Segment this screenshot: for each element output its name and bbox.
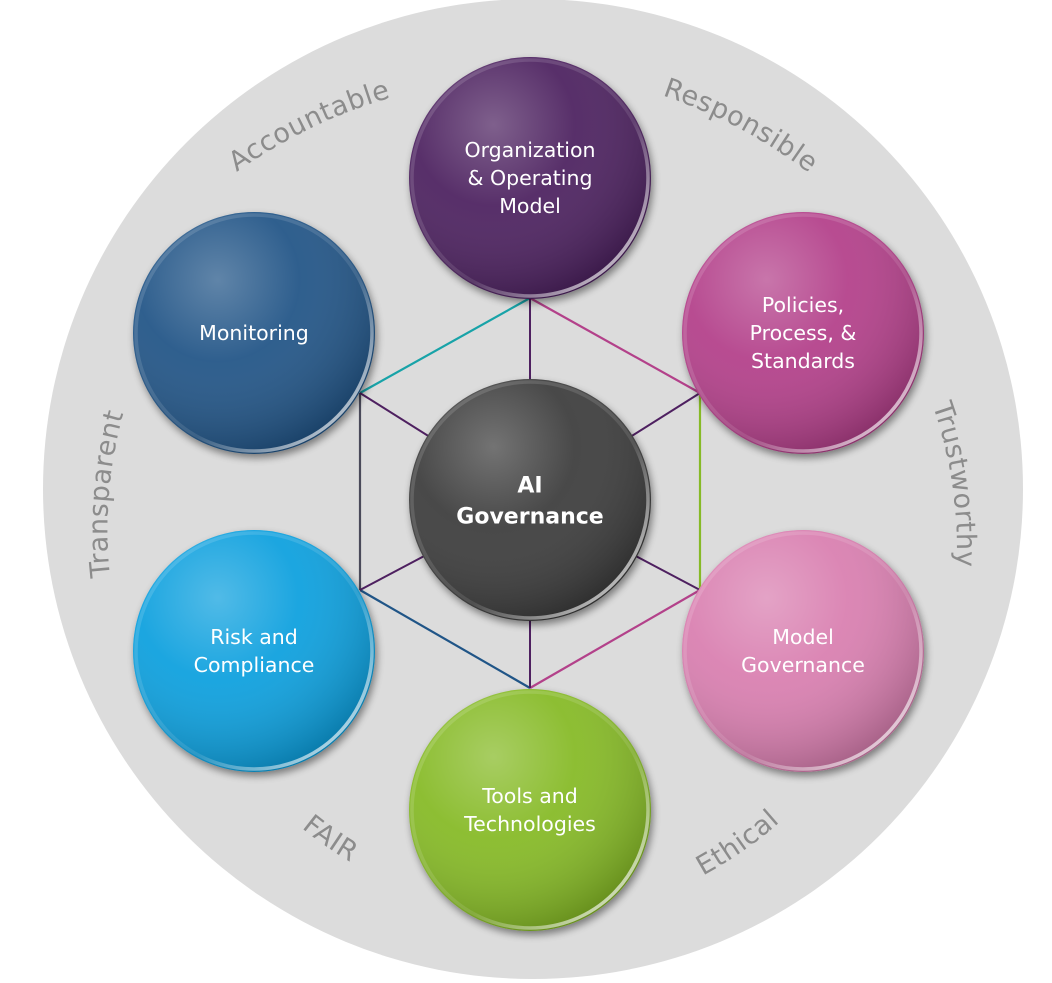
node-policies-label: Process, &	[750, 321, 857, 345]
center-label: AI	[517, 474, 542, 499]
node-organization-shine	[409, 57, 651, 299]
node-monitoring-shine	[133, 212, 375, 454]
hexagon-edges	[358, 297, 702, 689]
node-tools-label: Tools and	[481, 784, 578, 808]
node-organization-rim	[410, 58, 650, 298]
governance-nodes: Organization& OperatingModelPolicies,Pro…	[133, 57, 924, 931]
node-model-governance-label: Model	[772, 625, 834, 649]
center-label: Governance	[456, 505, 603, 530]
node-tools-rim	[410, 690, 650, 930]
center: AI Governance	[409, 379, 651, 621]
node-monitoring: Monitoring	[133, 212, 375, 454]
node-tools-label: Technologies	[463, 812, 596, 836]
node-policies: Policies, Process, & Standards	[682, 212, 924, 454]
hexagon-edge	[529, 589, 701, 689]
node-policies-rim	[683, 213, 923, 453]
hexagon-edge	[359, 297, 531, 394]
node-policies-label: Standards	[751, 349, 855, 373]
node-model-governance-shine	[682, 530, 924, 772]
center-rim	[410, 380, 650, 620]
node-organization-label: & Operating	[468, 166, 593, 190]
node-monitoring-rim	[134, 213, 374, 453]
node-organization-label: Model	[499, 194, 561, 218]
node-model-governance-label: Governance	[741, 653, 865, 677]
node-risk-shine	[133, 530, 375, 772]
node-tools-shine	[409, 689, 651, 931]
node-risk-label: Risk and	[210, 625, 298, 649]
center-node: AI Governance	[409, 379, 651, 621]
node-policies-label: Policies,	[762, 293, 844, 317]
hexagon-edge	[359, 589, 531, 689]
node-monitoring-label: Monitoring	[199, 321, 309, 345]
node-risk-label: Compliance	[194, 653, 315, 677]
center-shine	[409, 379, 651, 621]
node-model-governance-rim	[683, 531, 923, 771]
hexagon-edge	[529, 297, 701, 394]
node-policies-shine	[682, 212, 924, 454]
node-risk-rim	[134, 531, 374, 771]
node-organization-label: Organization	[464, 138, 595, 162]
